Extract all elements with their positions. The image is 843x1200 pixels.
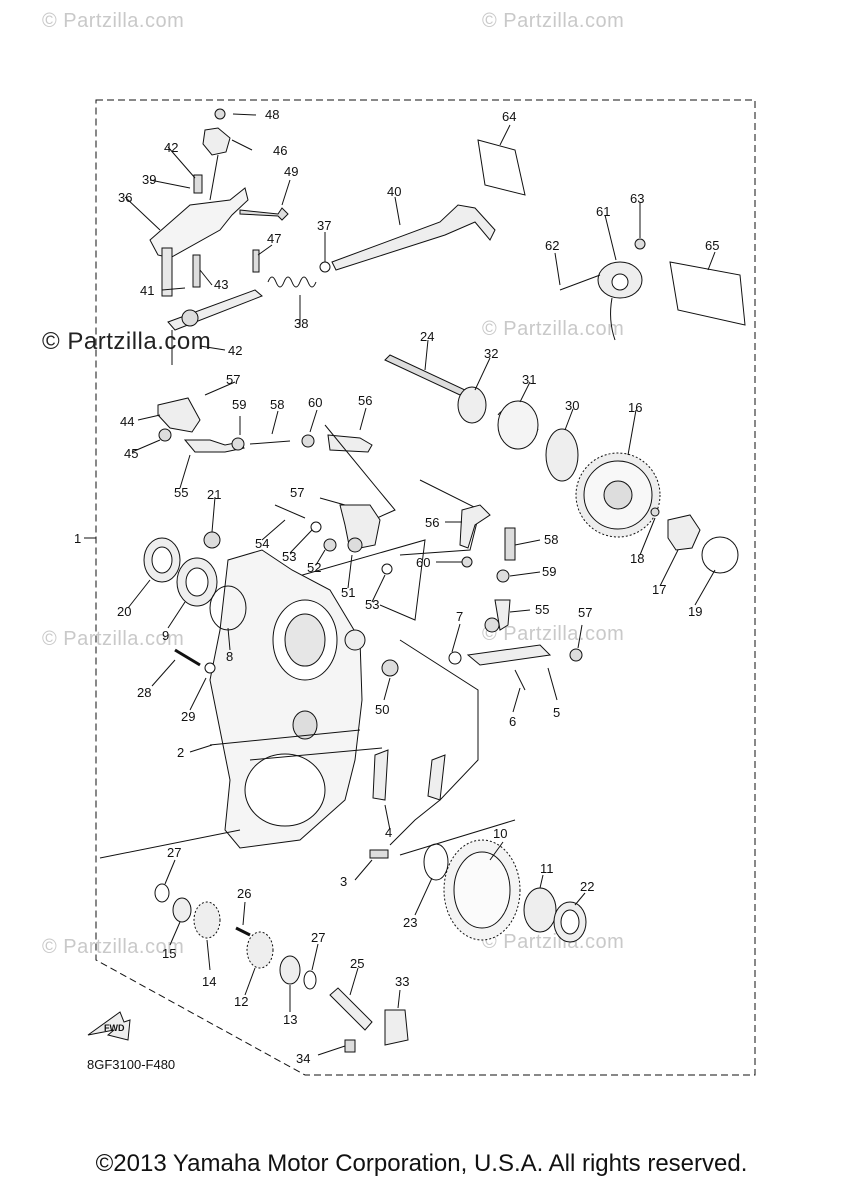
fwd-label: FWD <box>104 1023 125 1033</box>
watermark: © Partzilla.com <box>42 628 185 650</box>
callout-label: 28 <box>137 685 151 700</box>
callout-label: 23 <box>403 915 417 930</box>
callout-label: 60 <box>416 555 430 570</box>
callout-label: 19 <box>688 604 702 619</box>
callout-label: 45 <box>124 446 138 461</box>
callout-label: 55 <box>174 485 188 500</box>
callout-label: 27 <box>311 930 325 945</box>
callout-label: 43 <box>214 277 228 292</box>
callout-label: 64 <box>502 109 516 124</box>
watermark: © Partzilla.com <box>482 318 625 340</box>
callout-label: 59 <box>542 564 556 579</box>
callout-label: 4 <box>385 825 392 840</box>
callout-label: 24 <box>420 329 434 344</box>
watermark: © Partzilla.com <box>482 10 625 32</box>
callout-label: 55 <box>535 602 549 617</box>
watermark: © Partzilla.com <box>42 328 212 355</box>
callout-label: 37 <box>317 218 331 233</box>
callout-label: 2 <box>177 745 184 760</box>
callout-label: 9 <box>162 628 169 643</box>
callout-label: 27 <box>167 845 181 860</box>
callout-label: 15 <box>162 946 176 961</box>
callout-label: 59 <box>232 397 246 412</box>
callout-label: 30 <box>565 398 579 413</box>
callout-label: 26 <box>237 886 251 901</box>
callout-label: 21 <box>207 487 221 502</box>
callout-label: 58 <box>544 532 558 547</box>
callout-label: 1 <box>74 531 81 546</box>
callout-label: 58 <box>270 397 284 412</box>
callout-label: 29 <box>181 709 195 724</box>
callout-label: 8 <box>226 649 233 664</box>
callout-label: 3 <box>340 874 347 889</box>
decal-64 <box>477 139 526 196</box>
copyright-notice: ©2013 Yamaha Motor Corporation, U.S.A. A… <box>95 1150 748 1177</box>
callout-label: 53 <box>365 597 379 612</box>
callout-label: 53 <box>282 549 296 564</box>
callout-label: 13 <box>283 1012 297 1027</box>
callout-label: 50 <box>375 702 389 717</box>
callout-label: 57 <box>578 605 592 620</box>
callout-label: 61 <box>596 204 610 219</box>
callout-labels: 1 2 3 4 5 6 7 8 9 10 11 12 13 14 15 16 1… <box>74 107 719 1066</box>
callout-label: 65 <box>705 238 719 253</box>
callout-label: 47 <box>267 231 281 246</box>
fwd-arrow-icon <box>87 1011 131 1041</box>
callout-label: 52 <box>307 560 321 575</box>
callout-label: 46 <box>273 143 287 158</box>
watermark: © Partzilla.com <box>482 623 625 645</box>
callout-label: 34 <box>296 1051 310 1066</box>
watermark: © Partzilla.com <box>42 936 185 958</box>
callout-label: 57 <box>290 485 304 500</box>
callout-label: 11 <box>540 861 554 876</box>
callout-label: 39 <box>142 172 156 187</box>
callout-label: 60 <box>308 395 322 410</box>
callout-label: 20 <box>117 604 131 619</box>
callout-label: 7 <box>456 609 463 624</box>
figure-code: 8GF3100-F480 <box>87 1057 176 1072</box>
callout-label: 10 <box>493 826 507 841</box>
watermark: © Partzilla.com <box>42 10 185 32</box>
callout-label: 16 <box>628 400 642 415</box>
callout-label: 36 <box>118 190 132 205</box>
callout-label: 38 <box>294 316 308 331</box>
callout-label: 54 <box>255 536 269 551</box>
callout-label: 40 <box>387 184 401 199</box>
callout-label: 56 <box>425 515 439 530</box>
callout-label: 56 <box>358 393 372 408</box>
callout-label: 33 <box>395 974 409 989</box>
callout-label: 48 <box>265 107 279 122</box>
watermark: © Partzilla.com <box>482 931 625 953</box>
callout-label: 32 <box>484 346 498 361</box>
callout-label: 51 <box>341 585 355 600</box>
callout-label: 42 <box>164 140 178 155</box>
decal-65 <box>669 261 746 326</box>
callout-label: 42 <box>228 343 242 358</box>
callout-label: 22 <box>580 879 594 894</box>
callout-label: 62 <box>545 238 559 253</box>
callout-label: 6 <box>509 714 516 729</box>
callout-label: 63 <box>630 191 644 206</box>
callout-label: 14 <box>202 974 216 989</box>
assembly-border <box>95 99 756 1076</box>
callout-label: 5 <box>553 705 560 720</box>
callout-label: 41 <box>140 283 154 298</box>
callout-label: 12 <box>234 994 248 1009</box>
callout-label: 57 <box>226 372 240 387</box>
callout-label: 31 <box>522 372 536 387</box>
callout-label: 49 <box>284 164 298 179</box>
callout-label: 25 <box>350 956 364 971</box>
callout-label: 17 <box>652 582 666 597</box>
callout-label: 18 <box>630 551 644 566</box>
callout-label: 44 <box>120 414 134 429</box>
